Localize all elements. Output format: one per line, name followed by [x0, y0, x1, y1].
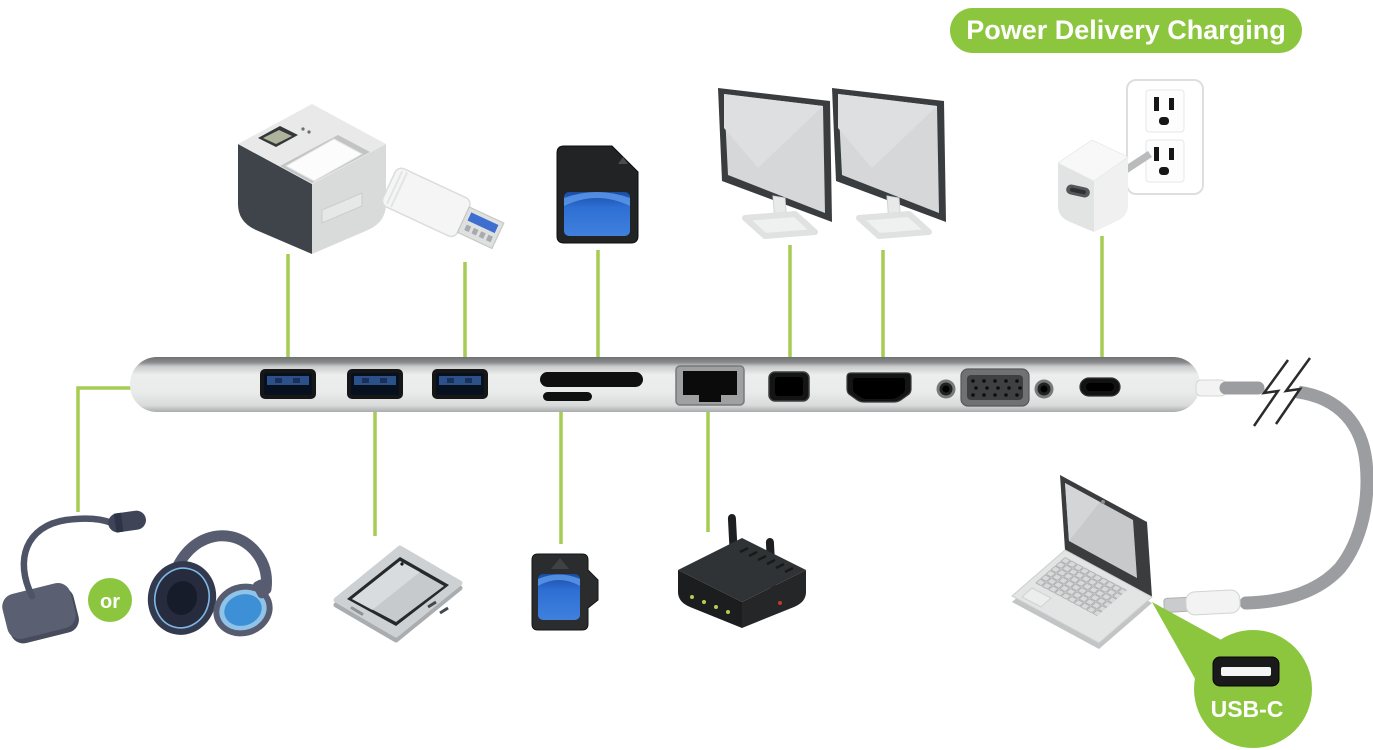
- webcam-dot: [1101, 500, 1105, 504]
- adapter-usbc-outlet: [1066, 184, 1090, 198]
- wall-outlet-power-adapter: [1057, 79, 1204, 232]
- usbc-bubble: USB-C: [1152, 602, 1312, 748]
- laptop-trackpad: [1021, 587, 1052, 608]
- headphones: [147, 530, 273, 637]
- microphone: [2, 510, 146, 644]
- usb-host-cable: [1163, 349, 1373, 616]
- sd-card: [556, 145, 639, 244]
- dock: [130, 357, 1200, 412]
- micro-sd-slot: [543, 392, 592, 401]
- laptop: [1011, 475, 1153, 649]
- cable-break-icon: [1247, 349, 1312, 441]
- microphone-head: [108, 510, 146, 533]
- line-dock-audio: [76, 386, 132, 512]
- connector-lines: [76, 236, 1104, 544]
- micro-sd-card: [531, 553, 599, 631]
- hdmi-port: [846, 372, 912, 403]
- badge-label: Power Delivery Charging: [966, 15, 1286, 45]
- cable-path: [1219, 381, 1373, 610]
- or-badge: or: [88, 578, 132, 622]
- audio-jack-left: [936, 379, 956, 399]
- adapter-prong: [1122, 151, 1152, 174]
- usb-a-port-1: [260, 369, 316, 399]
- outlet-socket-top: [1145, 89, 1185, 133]
- usb-flash-drive: [381, 167, 505, 250]
- or-label: or: [100, 591, 120, 613]
- router-leds: [690, 595, 782, 614]
- usb-c-plug: [1163, 589, 1241, 616]
- smartphone: [333, 545, 463, 643]
- mini-displayport: [768, 371, 810, 402]
- power-delivery-badge: Power Delivery Charging: [950, 8, 1302, 53]
- usb-c-port-icon: [1212, 656, 1280, 687]
- vga-port: [960, 368, 1030, 407]
- usb-a-port-3: [432, 369, 488, 399]
- outlet-socket-bottom: [1145, 139, 1185, 183]
- usb-a-port-2: [347, 369, 403, 399]
- headphone-left-cup: [147, 561, 217, 635]
- usbc-label: USB-C: [1211, 696, 1284, 722]
- headphone-right-cup: [213, 583, 273, 637]
- monitor-2: [832, 88, 946, 239]
- power-adapter: [1057, 139, 1129, 232]
- audio-jack-right: [1034, 379, 1054, 399]
- usb-c-pd-port: [1079, 377, 1121, 397]
- printer: [238, 104, 386, 254]
- monitor-1: [718, 88, 832, 239]
- sd-card-slot: [540, 372, 643, 387]
- router: [678, 514, 806, 628]
- ethernet-rj45-port: [675, 365, 745, 406]
